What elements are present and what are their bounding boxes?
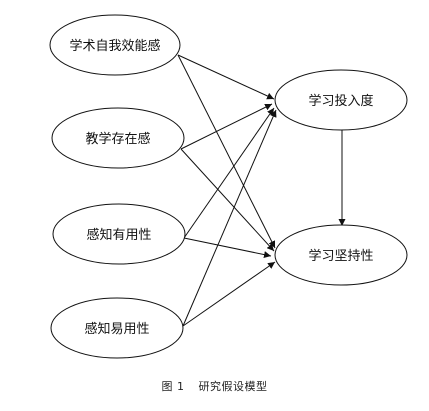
node-label: 感知有用性 <box>86 227 151 243</box>
edge-self-efficacy-to-persistence <box>177 54 276 249</box>
edge-self-efficacy-to-engagement <box>177 54 275 100</box>
edge-ease-of-use-to-persistence <box>182 261 276 327</box>
node-teaching-presence: 教学存在感 <box>51 107 185 169</box>
edge-usefulness-to-engagement <box>183 107 275 239</box>
edge-usefulness-to-persistence <box>183 237 272 259</box>
node-perceived-ease-of-use: 感知易用性 <box>50 297 184 359</box>
node-label: 学习坚持性 <box>308 248 373 264</box>
node-learning-engagement: 学习投入度 <box>274 69 408 131</box>
edge-teaching-presence-to-persistence <box>180 148 275 252</box>
node-label: 教学存在感 <box>85 131 150 147</box>
node-learning-persistence: 学习坚持性 <box>274 224 408 286</box>
edge-ease-of-use-to-engagement <box>182 109 277 327</box>
node-label: 学习投入度 <box>308 93 373 109</box>
figure-number: 图 1 <box>161 380 185 393</box>
figure-caption: 图 1 研究假设模型 <box>0 378 429 394</box>
node-perceived-usefulness: 感知有用性 <box>52 203 186 265</box>
figure-title: 研究假设模型 <box>198 380 268 393</box>
node-self-efficacy: 学术自我效能感 <box>49 14 181 76</box>
node-label: 学术自我效能感 <box>69 38 160 54</box>
node-label: 感知易用性 <box>84 321 149 337</box>
edge-teaching-presence-to-engagement <box>180 103 273 150</box>
